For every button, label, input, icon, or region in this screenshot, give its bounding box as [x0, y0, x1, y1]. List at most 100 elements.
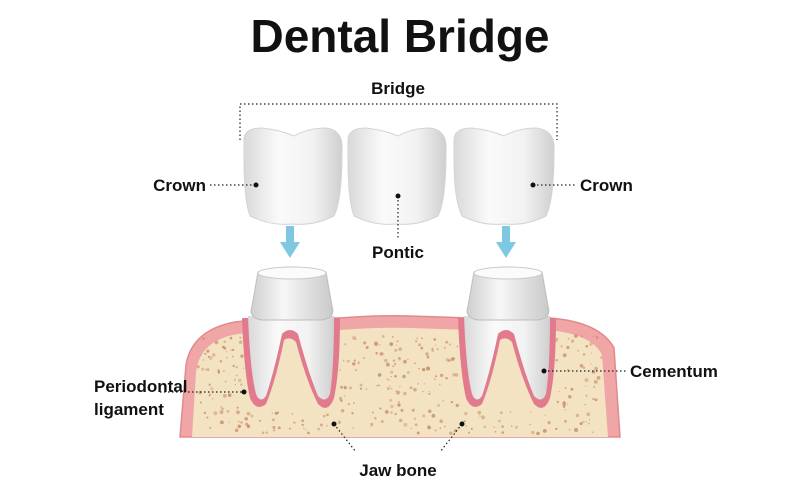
- bone-speckle: [585, 394, 588, 397]
- bone-speckle: [390, 375, 392, 378]
- bone-speckle: [365, 347, 368, 350]
- bridge-label: Bridge: [371, 79, 425, 98]
- bone-speckle: [443, 346, 446, 349]
- bone-speckle: [409, 386, 413, 390]
- bone-speckle: [346, 359, 350, 363]
- bone-speckle: [293, 421, 296, 424]
- bone-speckle: [595, 336, 599, 339]
- bone-speckle: [431, 347, 434, 350]
- bone-speckle: [390, 404, 394, 409]
- left-down-arrow: [280, 226, 300, 258]
- bone-speckle: [240, 421, 243, 424]
- bone-speckle: [209, 426, 212, 429]
- bone-speckle: [418, 367, 420, 370]
- crown-right-label: Crown: [580, 176, 633, 195]
- bone-speckle: [509, 411, 512, 413]
- bone-speckle: [420, 337, 424, 340]
- bone-speckle: [370, 425, 373, 428]
- bone-speckle: [339, 369, 341, 372]
- bone-speckle: [377, 373, 382, 377]
- bone-speckle: [340, 385, 343, 389]
- bone-speckle: [343, 395, 346, 397]
- bone-speckle: [386, 386, 390, 391]
- bone-speckle: [531, 430, 535, 435]
- bone-speckle: [428, 409, 432, 413]
- bone-speckle: [498, 419, 502, 423]
- bone-speckle: [564, 419, 567, 423]
- bone-speckle: [381, 334, 385, 338]
- bone-speckle: [222, 369, 225, 372]
- bone-speckle: [464, 411, 468, 416]
- bone-speckle: [234, 428, 239, 433]
- bone-speckle: [443, 425, 446, 428]
- bone-speckle: [201, 367, 205, 371]
- bone-speckle: [568, 394, 572, 399]
- bone-speckle: [585, 420, 588, 423]
- bone-speckle: [586, 412, 591, 417]
- bone-speckle: [434, 429, 437, 432]
- bone-speckle: [395, 344, 398, 346]
- bone-speckle: [392, 359, 396, 362]
- bone-speckle: [437, 403, 441, 407]
- bone-speckle: [562, 403, 567, 407]
- bone-speckle: [226, 409, 230, 413]
- pontic-crown: [347, 127, 447, 225]
- bone-speckle: [272, 418, 275, 422]
- bone-speckle: [571, 339, 575, 343]
- bone-speckle: [326, 413, 329, 417]
- bone-speckle: [433, 378, 436, 380]
- bone-speckle: [448, 343, 452, 346]
- bone-speckle: [416, 337, 419, 340]
- bone-speckle: [396, 340, 399, 343]
- bone-speckle: [217, 369, 220, 372]
- bone-speckle: [465, 425, 467, 427]
- bone-speckle: [326, 424, 329, 427]
- bone-speckle: [453, 429, 457, 433]
- bone-speckle: [403, 391, 407, 396]
- bone-speckle: [359, 383, 363, 387]
- bone-speckle: [418, 343, 422, 347]
- bone-speckle: [596, 375, 601, 380]
- bone-speckle: [317, 427, 321, 431]
- bone-speckle: [451, 357, 456, 361]
- bone-speckle: [422, 414, 426, 418]
- bone-speckle: [439, 373, 444, 378]
- bone-speckle: [591, 431, 594, 434]
- bone-speckle: [234, 383, 237, 386]
- bone-speckle: [365, 388, 368, 391]
- bone-speckle: [200, 354, 202, 356]
- bone-speckle: [210, 387, 214, 391]
- bone-speckle: [379, 407, 382, 410]
- bone-speckle: [575, 413, 580, 418]
- bone-speckle: [196, 365, 200, 369]
- bone-speckle: [208, 383, 211, 386]
- bone-speckle: [352, 402, 355, 404]
- bone-speckle: [222, 345, 225, 349]
- bone-speckle: [374, 416, 377, 420]
- bone-speckle: [415, 339, 418, 343]
- right-down-arrow: [496, 226, 516, 258]
- bone-speckle: [579, 363, 584, 368]
- bone-speckle: [454, 373, 459, 377]
- bone-speckle: [390, 411, 393, 414]
- bone-speckle: [344, 343, 347, 346]
- bone-speckle: [580, 335, 583, 338]
- bone-speckle: [589, 342, 593, 346]
- bone-speckle: [349, 386, 352, 390]
- bone-speckle: [413, 362, 416, 365]
- bone-speckle: [439, 427, 442, 429]
- bone-speckle: [205, 368, 207, 371]
- left-crown: [243, 127, 343, 225]
- bone-speckle: [214, 340, 219, 345]
- bone-speckle: [544, 414, 547, 416]
- bone-speckle: [530, 411, 532, 413]
- bone-speckle: [219, 359, 223, 363]
- bone-speckle: [560, 345, 563, 348]
- bone-speckle: [219, 420, 224, 425]
- bone-speckle: [378, 384, 381, 387]
- bone-speckle: [567, 403, 569, 405]
- bone-speckle: [542, 429, 547, 433]
- bone-speckle: [353, 359, 356, 362]
- bone-speckle: [288, 427, 291, 430]
- bone-speckle: [202, 359, 205, 361]
